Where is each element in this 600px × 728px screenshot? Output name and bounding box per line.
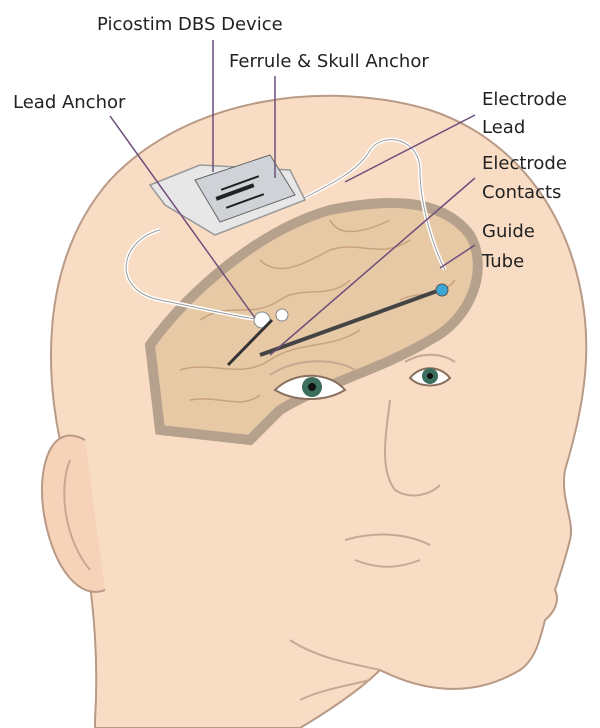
label-electrode-lead-2: Lead xyxy=(482,117,526,138)
label-picostim-dbs-device: Picostim DBS Device xyxy=(97,14,283,35)
ear-inner xyxy=(63,459,91,571)
guide-tube-cap xyxy=(435,283,449,297)
electrode xyxy=(226,318,274,367)
skull-cutout xyxy=(144,197,483,446)
face-lines xyxy=(269,353,456,701)
ear xyxy=(41,434,106,593)
leader-lines xyxy=(109,40,476,356)
label-guide-tube-2: Tube xyxy=(482,251,525,272)
label-electrode-contacts-1: Electrode xyxy=(482,153,567,174)
label-electrode-lead-1: Electrode xyxy=(482,89,567,110)
right-eye xyxy=(408,367,452,387)
guide-tube xyxy=(259,288,441,357)
brain-folds xyxy=(179,219,456,403)
label-lead-anchor: Lead Anchor xyxy=(13,92,126,113)
label-electrode-contacts-2: Contacts xyxy=(482,182,562,203)
label-guide-tube-1: Guide xyxy=(482,221,535,242)
device-logo-lettering xyxy=(215,175,265,209)
picostim-device xyxy=(148,154,307,236)
label-ferrule-skull-anchor: Ferrule & Skull Anchor xyxy=(229,51,429,72)
left-eye xyxy=(273,374,347,400)
